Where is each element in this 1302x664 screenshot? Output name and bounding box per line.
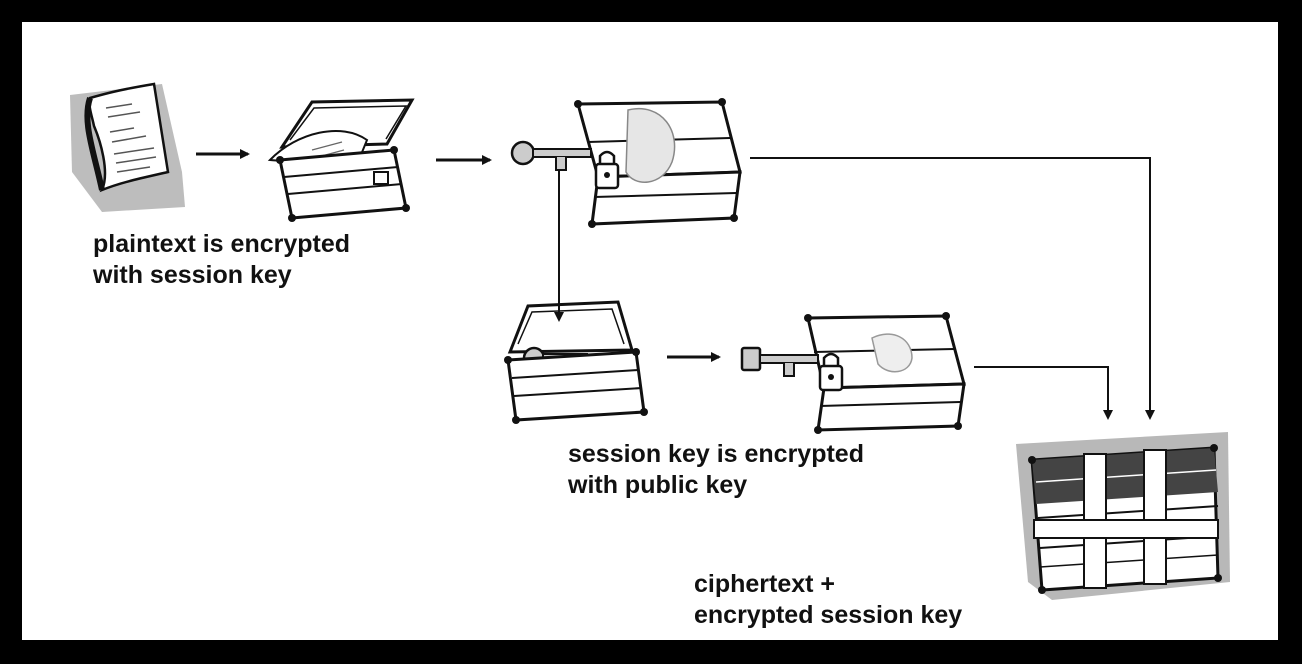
session-key-step-label: session key is encrypted with public key <box>568 439 864 501</box>
plaintext-step-line-2: with session key <box>93 261 292 289</box>
locked-suitcase-with-public-key-icon <box>740 312 966 434</box>
connector-suitcase-to-package <box>750 157 1155 420</box>
result-line-2: encrypted session key <box>694 601 963 629</box>
session-key-step-line-1: session key is encrypted <box>568 440 864 468</box>
pgp-encryption-diagram <box>70 82 1230 600</box>
session-key-step-line-2: with public key <box>568 471 748 499</box>
open-chest-with-session-key-icon <box>504 300 648 424</box>
plaintext-step-label: plaintext is encrypted with session key <box>93 229 350 291</box>
connector-key-suitcase-to-package <box>974 366 1113 420</box>
strapped-package-icon <box>1016 432 1230 600</box>
result-label: ciphertext + encrypted session key <box>694 569 962 631</box>
open-chest-with-document-icon <box>267 98 415 222</box>
plaintext-document-icon <box>70 82 185 212</box>
result-line-1: ciphertext + <box>694 570 836 598</box>
plaintext-step-line-1: plaintext is encrypted <box>93 230 351 258</box>
locked-suitcase-with-session-key-icon <box>510 98 742 228</box>
diagram-frame: plaintext is encrypted with session key … <box>22 22 1278 640</box>
